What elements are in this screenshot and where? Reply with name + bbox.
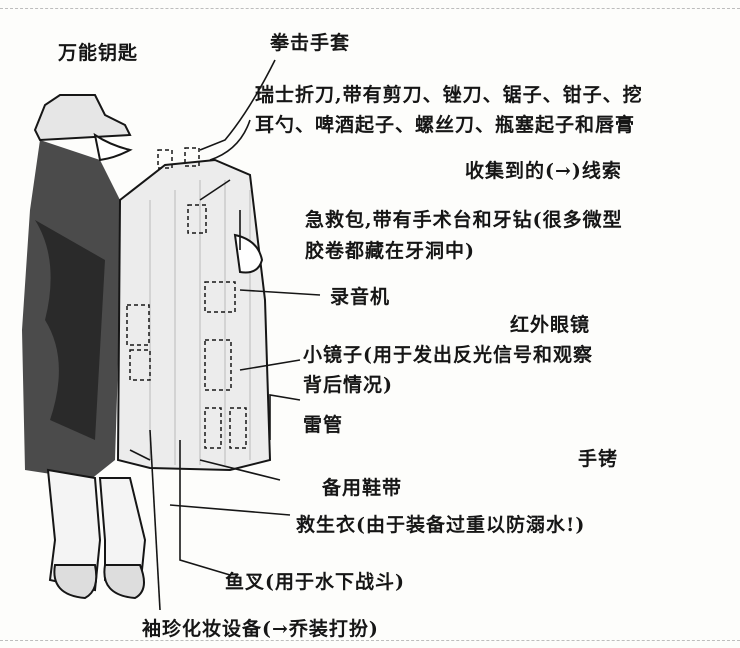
coat-inner-lining: [116, 158, 272, 472]
label-makeup-kit: 袖珍化妆设备(→乔装打扮): [142, 618, 379, 640]
label-mirror-2: 背后情况): [303, 374, 393, 396]
bottom-dashed-border: [0, 640, 740, 642]
left-boot: [53, 564, 98, 600]
face: [93, 132, 133, 162]
label-first-aid-1: 急救包,带有手术台和牙钻(很多微型: [305, 209, 623, 231]
label-swiss-knife-1: 瑞士折刀,带有剪刀、锉刀、锯子、钳子、挖: [255, 84, 643, 106]
label-tape-recorder: 录音机: [330, 286, 391, 308]
pointer-lines: [129, 59, 321, 611]
label-detonator: 雷管: [303, 414, 344, 436]
label-spare-laces: 备用鞋带: [322, 477, 403, 499]
left-leg: [46, 468, 102, 592]
label-skeleton-key: 万能钥匙: [58, 42, 139, 64]
hat: [33, 94, 132, 142]
label-infrared-glasses: 红外眼镜: [510, 314, 591, 336]
label-life-jacket: 救生衣(由于装备过重以防溺水!): [296, 514, 586, 536]
label-collected-clues: 收集到的(→)线索: [465, 160, 622, 182]
label-first-aid-2: 胶卷都藏在牙洞中): [305, 240, 475, 262]
label-swiss-knife-2: 耳勺、啤酒起子、螺丝刀、瓶塞起子和唇膏: [255, 114, 636, 136]
label-boxing-gloves: 拳击手套: [270, 32, 351, 54]
gadget-pockets: [126, 147, 247, 449]
coat-shading: [35, 220, 105, 440]
label-handcuffs: 手铐: [578, 448, 619, 470]
right-hand: [233, 233, 264, 274]
top-dashed-border: [0, 8, 740, 10]
lining-hatch: [149, 180, 251, 465]
label-harpoon: 鱼叉(用于水下战斗): [225, 571, 405, 593]
label-mirror-1: 小镜子(用于发出反光信号和观察: [303, 344, 593, 366]
right-boot: [103, 564, 145, 600]
